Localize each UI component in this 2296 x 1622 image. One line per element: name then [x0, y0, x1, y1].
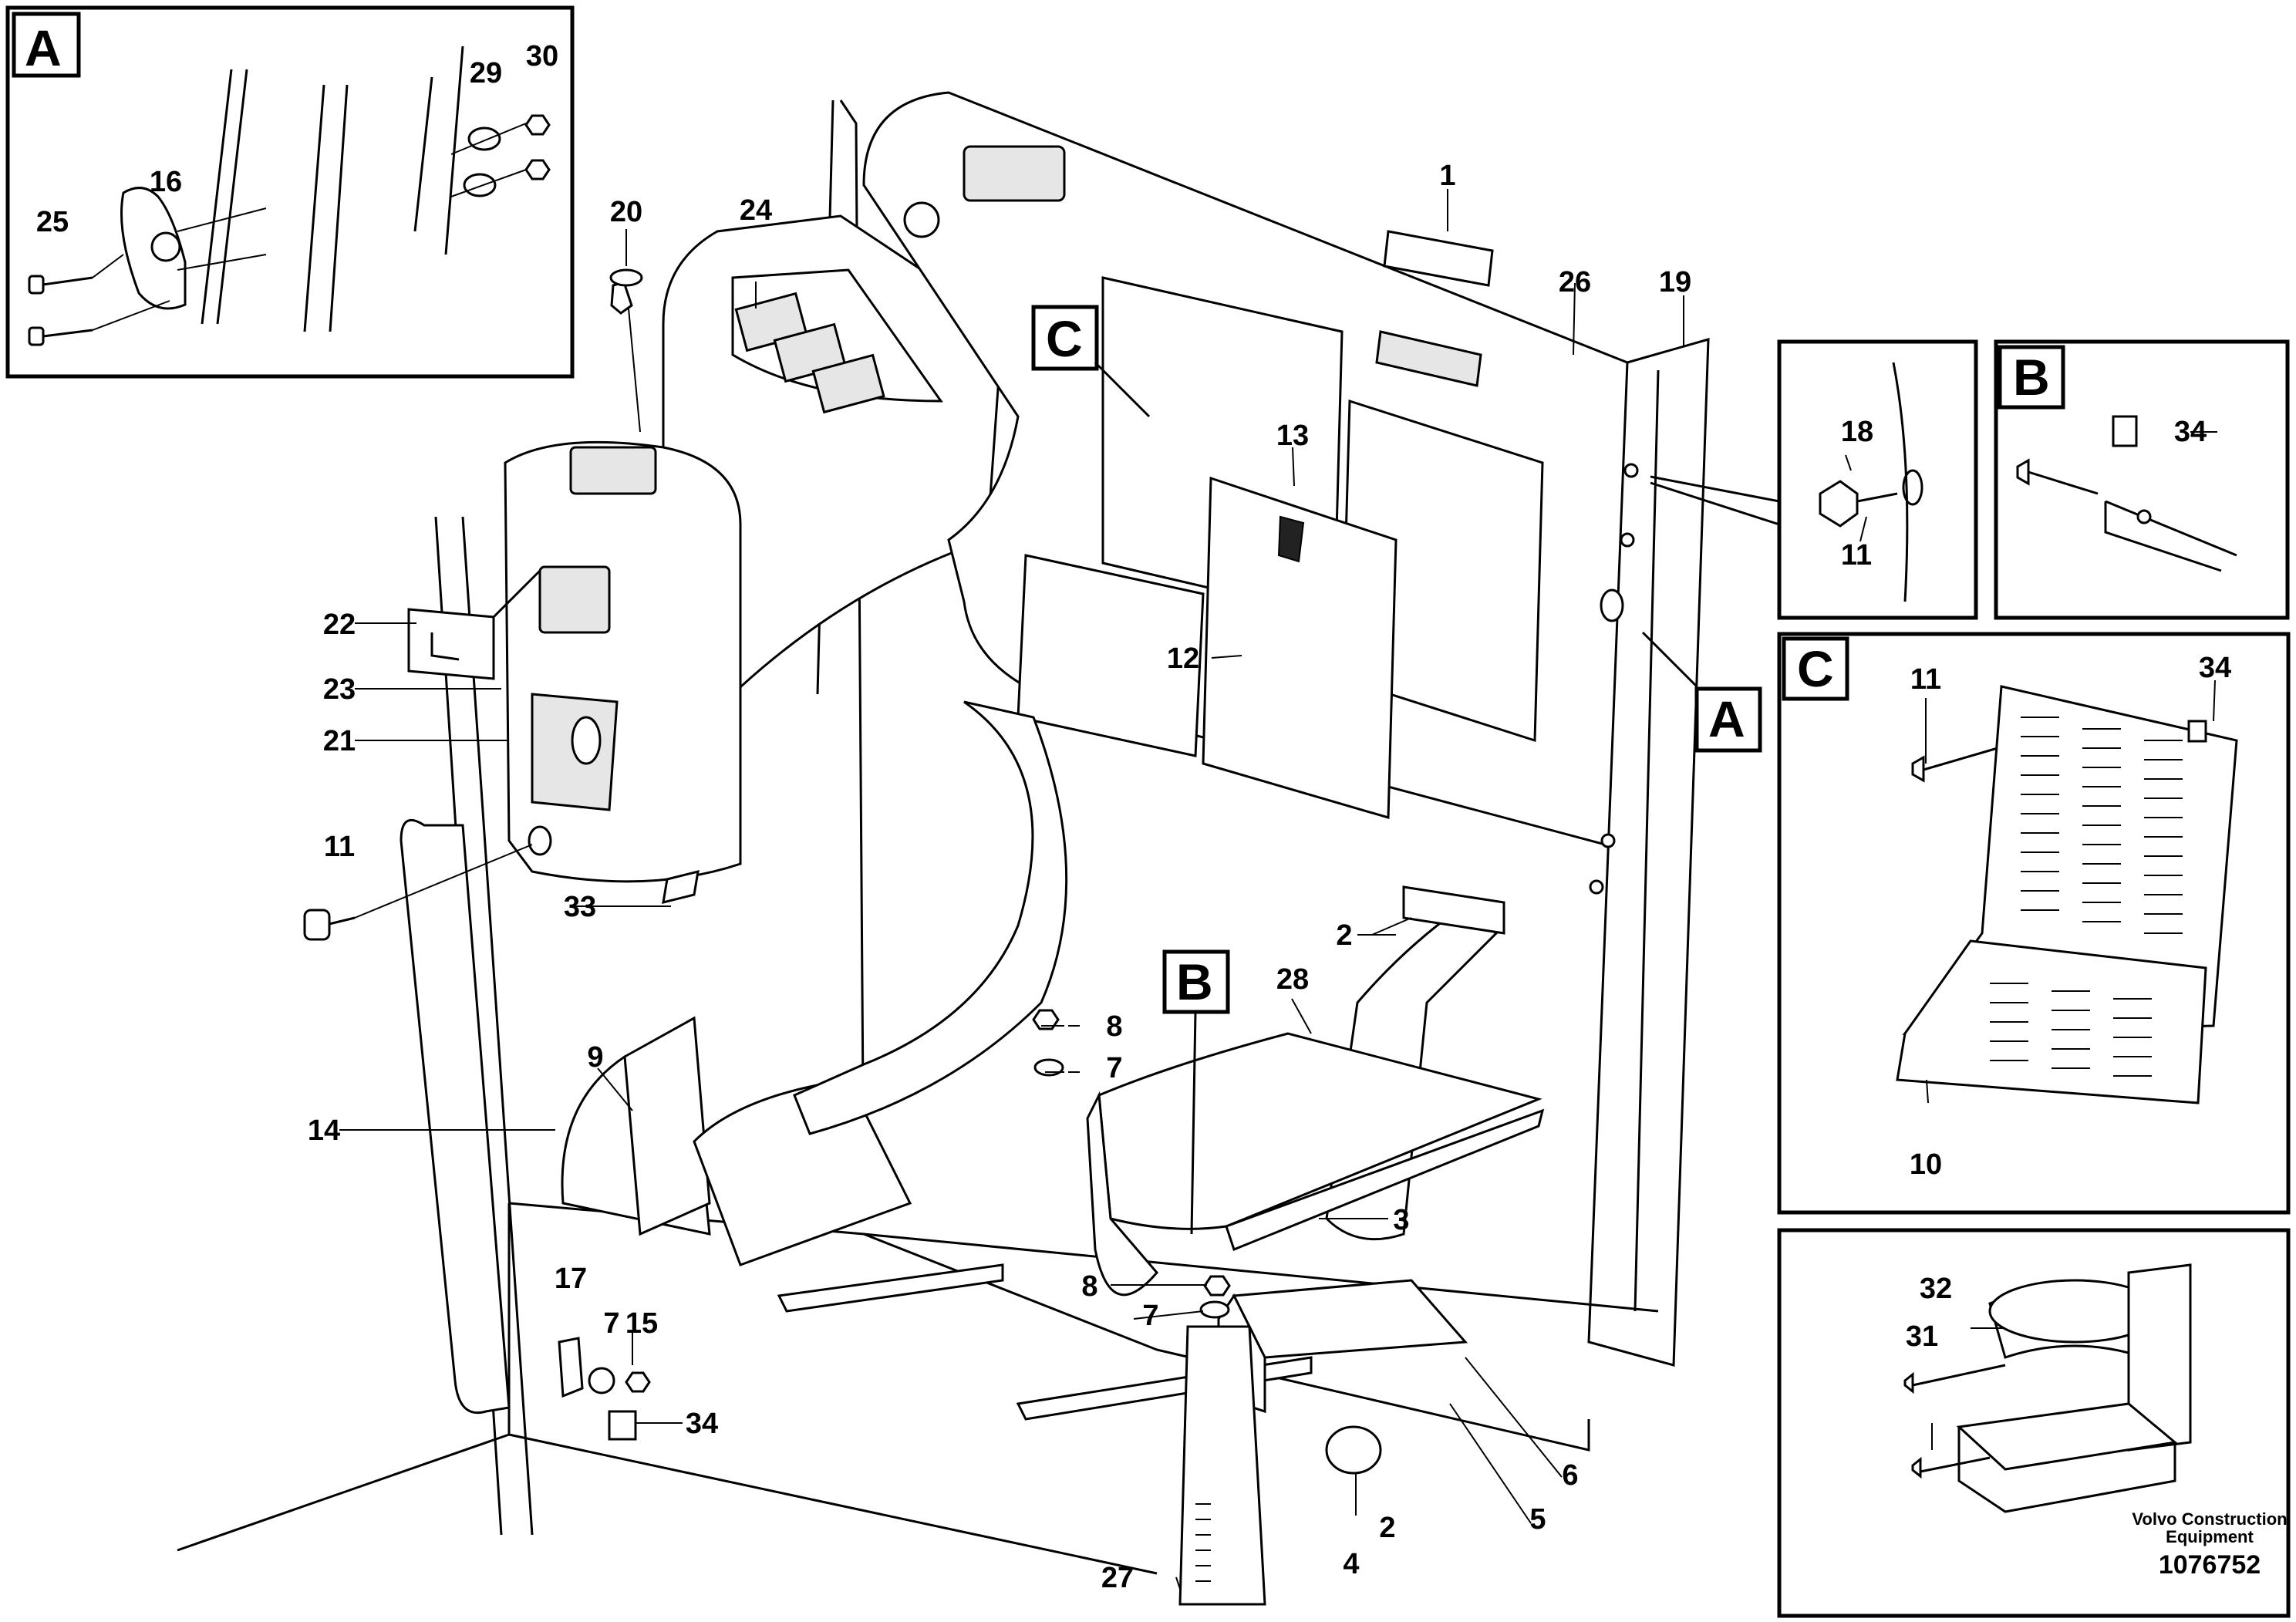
main-view-tags: C A B [1031, 305, 1780, 1235]
detail-b-letter: B [2013, 349, 2050, 406]
callout-labels: 1 2 2 3 4 5 6 7 7 7 8 8 9 10 11 11 11 12… [36, 40, 2231, 1594]
detail-c-panel: C [1777, 632, 2291, 1215]
main-assembly [177, 91, 1710, 1606]
detail-b-tag [1998, 345, 2065, 410]
brand-line-1: Volvo Construction [2132, 1509, 2287, 1529]
grille-slots [1990, 717, 2183, 1077]
detail-a-letter: A [25, 19, 62, 76]
callout-15: 15 [625, 1307, 658, 1340]
screw-25-icon [28, 275, 93, 346]
callout-24: 24 [740, 194, 772, 227]
detail-c-tag [1782, 636, 1849, 701]
view-b-letter: B [1176, 953, 1213, 1010]
callout-28: 28 [1276, 963, 1309, 996]
detail-a-tag [12, 12, 81, 78]
drawing-number: 1076752 [2159, 1550, 2261, 1580]
callout-11-c: 11 [1910, 663, 1941, 696]
callout-7-lower: 7 [1142, 1300, 1158, 1332]
callout-13: 13 [1276, 420, 1309, 452]
cup-holder-panel: Volvo Construction Equipment 1076752 [1777, 1228, 2291, 1618]
callout-30: 30 [526, 40, 558, 73]
callout-32: 32 [1920, 1273, 1952, 1305]
detail-b-panel: B [1994, 339, 2290, 620]
callout-8: 8 [1106, 1010, 1122, 1043]
brand-line-2: Equipment [2166, 1527, 2254, 1546]
callout-6: 6 [1562, 1459, 1578, 1492]
callout-9: 9 [587, 1041, 603, 1074]
callout-16: 16 [150, 166, 182, 198]
callout-10: 10 [1910, 1148, 1942, 1181]
callout-26: 26 [1559, 266, 1591, 298]
callout-29: 29 [470, 57, 502, 89]
detail-bolt-panel [1777, 339, 1978, 620]
view-a-tag [1694, 686, 1762, 753]
callout-12: 12 [1167, 642, 1199, 675]
detail-c-letter: C [1797, 640, 1834, 697]
callout-33: 33 [564, 891, 596, 923]
callout-5: 5 [1529, 1503, 1546, 1536]
callout-22: 22 [323, 609, 356, 641]
callout-27: 27 [1101, 1562, 1134, 1594]
callout-2: 2 [1336, 919, 1352, 952]
callout-7: 7 [1106, 1052, 1122, 1084]
callout-3: 3 [1393, 1204, 1409, 1236]
callout-7-left: 7 [603, 1307, 619, 1340]
view-c-tag [1031, 305, 1099, 371]
callout-4: 4 [1343, 1548, 1359, 1580]
callout-8-lower: 8 [1081, 1270, 1097, 1303]
callout-23: 23 [323, 673, 356, 706]
callout-31: 31 [1906, 1320, 1938, 1353]
view-c-letter: C [1046, 310, 1083, 367]
callout-2-lower: 2 [1379, 1512, 1395, 1544]
callout-1: 1 [1439, 160, 1455, 192]
screw-11-icon [303, 844, 533, 941]
callout-34-b: 34 [2174, 416, 2207, 448]
callout-18: 18 [1841, 416, 1873, 448]
detail-a-panel: A [5, 5, 575, 379]
callout-34-main: 34 [686, 1408, 718, 1440]
callout-21: 21 [323, 725, 356, 757]
callout-19: 19 [1659, 266, 1691, 298]
view-b-tag [1162, 949, 1230, 1014]
leader-lines [339, 189, 2217, 1590]
callout-20: 20 [610, 196, 642, 228]
callout-11-b: 11 [1841, 539, 1872, 572]
view-a-letter: A [1708, 690, 1745, 747]
callout-25: 25 [36, 206, 69, 238]
callout-11: 11 [324, 831, 355, 863]
callout-14: 14 [308, 1114, 340, 1147]
callout-34-c: 34 [2199, 652, 2231, 684]
callout-17: 17 [555, 1263, 587, 1295]
duct-27-slots [1195, 1503, 1211, 1582]
